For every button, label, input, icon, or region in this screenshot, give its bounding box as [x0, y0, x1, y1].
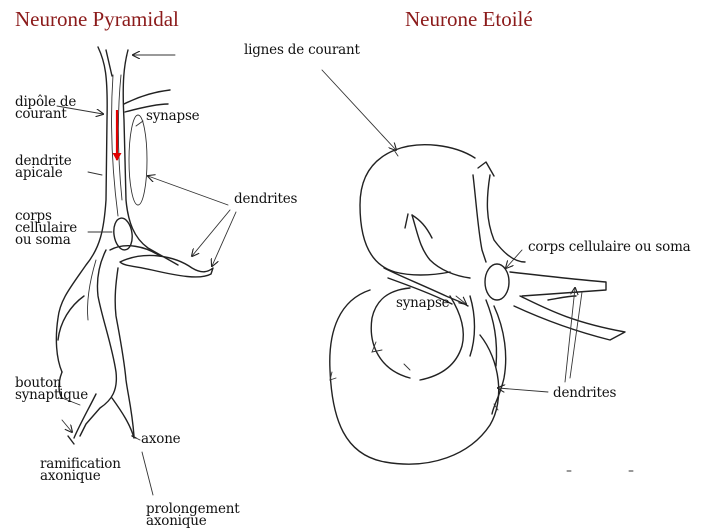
label-current-lines: lignes de courant [244, 44, 360, 56]
label-soma-line3: ou soma [15, 234, 71, 246]
current-loop-upper [360, 150, 450, 275]
label-synapse-stellate: synapse [396, 297, 449, 309]
right-dendrite [510, 272, 606, 296]
current-loop-lower [330, 290, 499, 464]
label-synapse-pyramidal: synapse [146, 110, 199, 122]
upper-branch [124, 90, 170, 104]
label-dendrites-stellate: dendrites [553, 387, 616, 399]
soma-stellate [485, 264, 509, 300]
label-apical-line2: apicale [15, 167, 63, 179]
axon-right-branch [112, 398, 134, 438]
label-ramification-line2: axonique [40, 470, 101, 482]
label-dipole-line2: courant [15, 108, 67, 120]
basal-body [80, 250, 116, 436]
label-soma-stellate: corps cellulaire ou soma [528, 241, 691, 253]
stellate-neuron [322, 70, 633, 471]
label-prolongement-line2: axonique [146, 515, 207, 527]
label-axon: axone [141, 433, 180, 445]
label-bouton-line2: synaptique [15, 389, 88, 401]
label-dendrites-pyramidal: dendrites [234, 193, 297, 205]
